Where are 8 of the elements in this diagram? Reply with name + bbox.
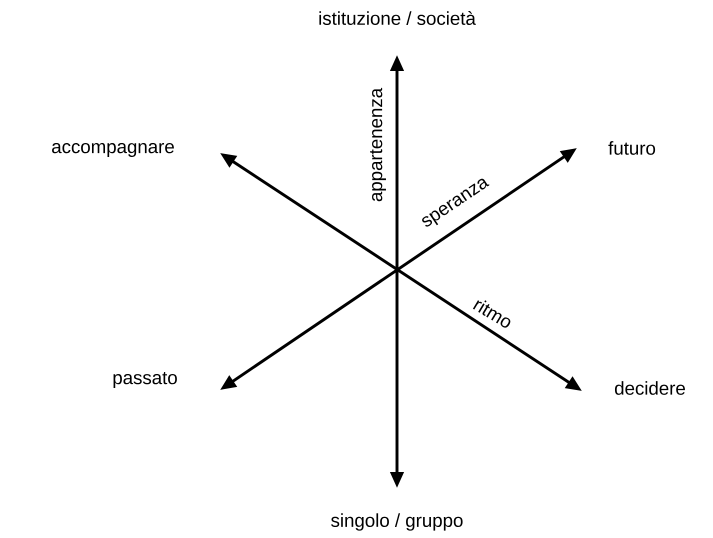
axis-label: decidere — [614, 381, 685, 395]
axis-label: istituzione / società — [319, 11, 476, 25]
edge-label: appartenenza — [370, 88, 386, 202]
axis-label: passato — [114, 372, 177, 388]
axis-label: singolo / gruppo — [331, 513, 463, 531]
axis-label: futuro — [608, 141, 656, 155]
axis-label: accompagnare — [52, 143, 174, 157]
edge-label: ritmo — [472, 300, 510, 328]
